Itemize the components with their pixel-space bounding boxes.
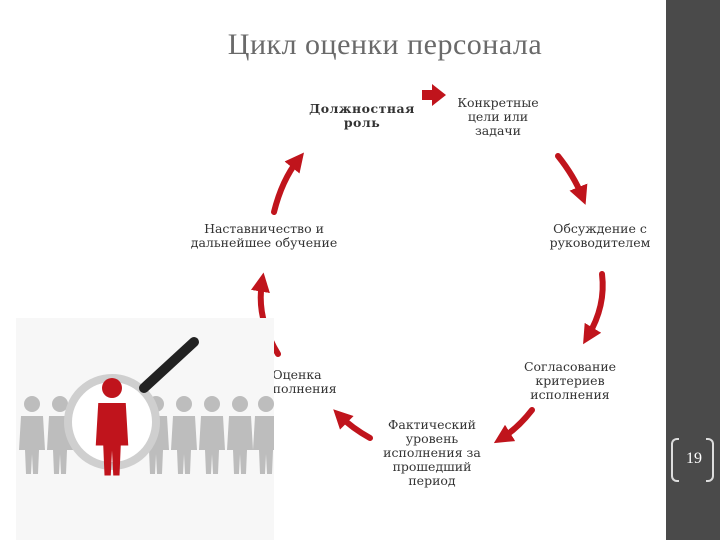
node-actual: Фактический уровень исполнения за прошед… — [372, 418, 492, 488]
node-discussion: Обсуждение с руководителем — [538, 222, 662, 250]
arrow-actual-to-evaluation — [333, 409, 373, 441]
page-number-bracket-right — [706, 438, 714, 482]
arrow-mentoring-to-role — [271, 152, 304, 215]
node-mentoring: Наставничество и дальнейшее обучение — [178, 222, 350, 250]
node-evaluation-line2: исполнения — [257, 381, 337, 396]
node-criteria-line3: исполнения — [530, 387, 610, 402]
node-criteria-line1: Согласование — [523, 359, 617, 374]
node-discussion-line2: руководителем — [549, 235, 651, 250]
node-role-line2: роль — [343, 115, 381, 130]
node-actual-line3: исполнения за — [383, 445, 481, 460]
node-evaluation: Оценка исполнения — [244, 368, 350, 396]
node-criteria: Согласование критериев исполнения — [508, 360, 632, 402]
node-evaluation-line1: Оценка — [272, 367, 322, 382]
people-magnifier-illustration — [16, 318, 274, 540]
node-goals-line1: Конкретные — [457, 95, 539, 110]
page-number-bracket-left — [671, 438, 679, 482]
right-sidebar — [666, 0, 720, 540]
node-mentoring-line2: дальнейшее обучение — [190, 235, 338, 250]
arrow-role-to-goals — [422, 84, 446, 106]
node-actual-line2: уровень — [405, 431, 459, 446]
arrow-goals-to-discussion — [555, 153, 588, 205]
magnifier-handle — [139, 337, 199, 393]
node-discussion-line1: Обсуждение с — [553, 221, 647, 236]
node-actual-line1: Фактический — [387, 417, 477, 432]
node-goals-line3: задачи — [474, 123, 521, 138]
node-role: Должностная роль — [300, 102, 424, 130]
page-number: 19 — [686, 450, 702, 467]
node-actual-line4: прошедший — [392, 459, 472, 474]
node-actual-line5: период — [408, 473, 456, 488]
node-criteria-line2: критериев — [535, 373, 605, 388]
node-goals: Конкретные цели или задачи — [448, 96, 548, 138]
arrow-discussion-to-criteria — [583, 271, 606, 345]
node-goals-line2: цели или — [467, 109, 529, 124]
highlighted-person — [95, 378, 129, 476]
node-role-line1: Должностная — [309, 101, 415, 116]
arrow-criteria-to-actual — [493, 407, 535, 444]
slide-title: Цикл оценки персонала — [227, 28, 543, 61]
node-mentoring-line1: Наставничество и — [204, 221, 324, 236]
